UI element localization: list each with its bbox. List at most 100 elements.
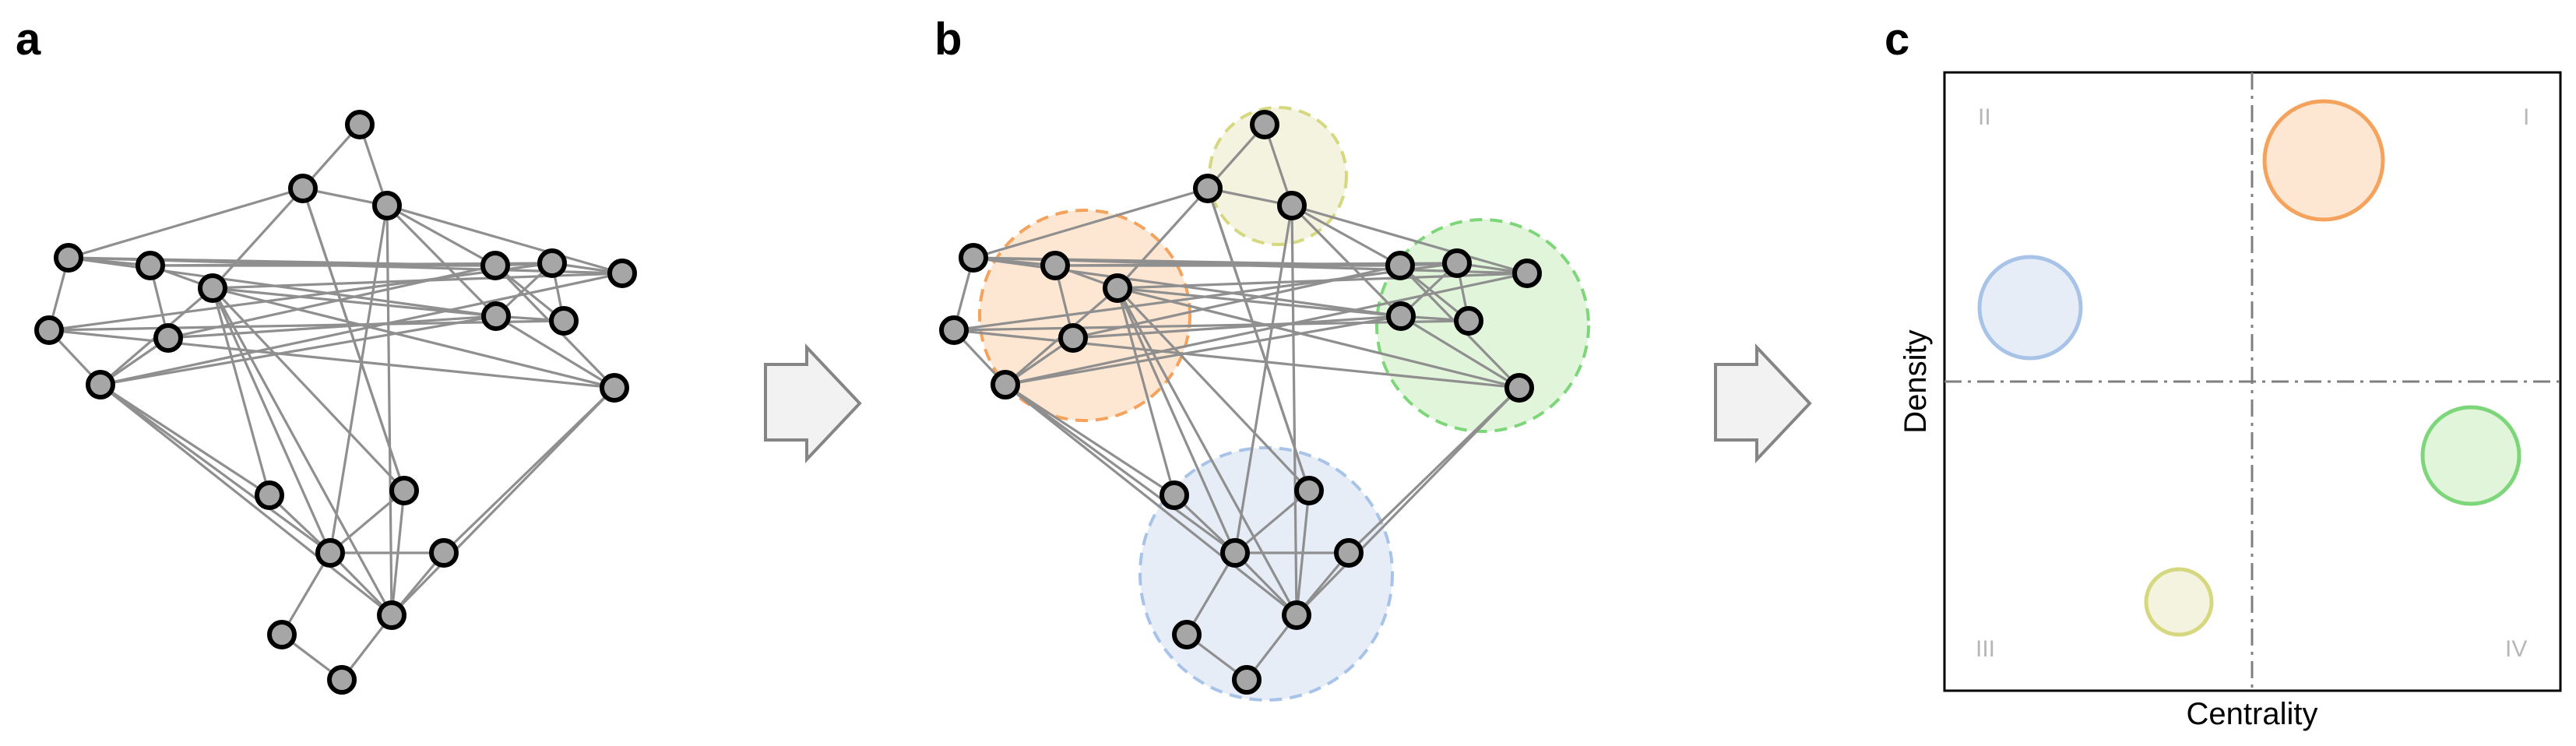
network-b-node [939,315,969,345]
network-b-node [1512,259,1542,288]
network-a-edge [495,315,615,389]
network-b-node [1294,476,1324,505]
network-b-edge [1185,552,1237,635]
x-axis-title: Centrality [2187,697,2318,731]
network-a-edge [386,204,496,267]
network-a-edge [100,272,623,386]
network-a-node [135,251,165,280]
network-b-edge [1295,386,1521,617]
network-a [34,110,637,695]
panel-label-b: b [934,14,962,65]
network-b-node [1103,273,1132,303]
network-b-node [991,370,1020,399]
network-b-edge [1116,287,1298,616]
network-b-edge [1116,187,1209,290]
network-b-edge [1117,287,1520,389]
network-a-node [549,306,579,336]
network-b-edge [1116,287,1237,554]
network-b-edge [1072,315,1402,340]
network-b-edge [1291,204,1528,275]
network-a-edge [212,287,615,389]
network-b-node [1504,373,1534,403]
network-a-node [54,243,83,273]
network-b-node [1386,301,1416,331]
arrow-b-to-c [1714,343,1812,464]
network-b-node [1040,251,1070,280]
cluster-circle-blue [1138,446,1394,702]
network-b-edge [1005,383,1297,617]
network-b-edge [1400,315,1520,389]
network-a-node [153,323,183,353]
network-a-edge [100,383,270,497]
network-a-node [267,620,297,649]
network-b-node [1193,174,1223,203]
network-a-node [288,174,318,203]
network-a-edge [100,383,392,617]
network-a-node [372,191,402,220]
network-a-edge [211,287,393,616]
quadrant-label-3: III [1976,636,1995,662]
network-b-edge [953,262,1458,332]
arrow-a-to-b [764,343,862,464]
network-a-node [34,315,64,345]
network-b-edge [1206,188,1311,491]
quadrant-chart: I II III IV Centrality Density [1899,71,2562,731]
network-a-edge [390,386,616,617]
network-b-node [1277,191,1307,220]
network-a-edge [48,262,553,332]
network-b-edge [953,319,1469,332]
network-b-nodes [939,110,1542,695]
network-b-edge [1005,383,1175,497]
network-b-edge [1005,315,1402,386]
quadrant-label-2: II [1978,104,1991,130]
cluster-bubble-orange [2262,99,2385,222]
network-b-node [1454,306,1483,336]
network-b-node [959,243,988,273]
network-b-node [1220,538,1250,568]
network-b-node [1058,323,1088,353]
network-a-edge [167,315,497,340]
network-a-edge [211,287,332,554]
network-a-node [315,538,345,568]
network-a-node [480,251,510,280]
network-a-node [327,665,357,695]
network-a-edge [167,264,496,340]
network-a-edges [48,123,623,681]
network-a-node [607,259,637,288]
network-a-edge [280,552,332,635]
network-a-nodes [34,110,637,695]
quadrant-label-4: IV [2505,636,2527,662]
network-a-edge [100,315,497,386]
network-b [939,106,1590,702]
network-a-node [389,476,419,505]
panel-label-c: c [1884,14,1909,65]
network-a-edge [385,205,393,616]
cluster-bubble-yellow [2144,567,2214,637]
network-b-node [1232,665,1262,695]
network-b-edge [1291,204,1401,267]
network-a-node [198,273,227,303]
network-a-node [429,538,459,568]
network-b-edge [953,329,1520,389]
network-b-node [1282,600,1311,630]
network-a-edge [386,204,623,275]
network-b-node [1172,620,1202,649]
network-a-node [377,600,406,630]
network-a-edge [48,329,615,389]
network-b-node [1334,538,1364,568]
network-b-edge [1116,287,1176,496]
panel-label-a: a [16,14,41,65]
network-a-edge [48,319,565,332]
network-a-node [537,248,567,278]
network-a-edge [329,205,389,554]
network-a-edge [211,287,271,496]
network-b-edge [1233,489,1311,554]
network-b-edge [1290,204,1402,318]
network-b-edge [1072,264,1401,340]
network-a-edge [301,188,406,491]
network-b-node [1385,251,1415,280]
network-a-node [345,110,375,139]
network-a-node [86,370,115,399]
network-b-node [1160,480,1189,510]
